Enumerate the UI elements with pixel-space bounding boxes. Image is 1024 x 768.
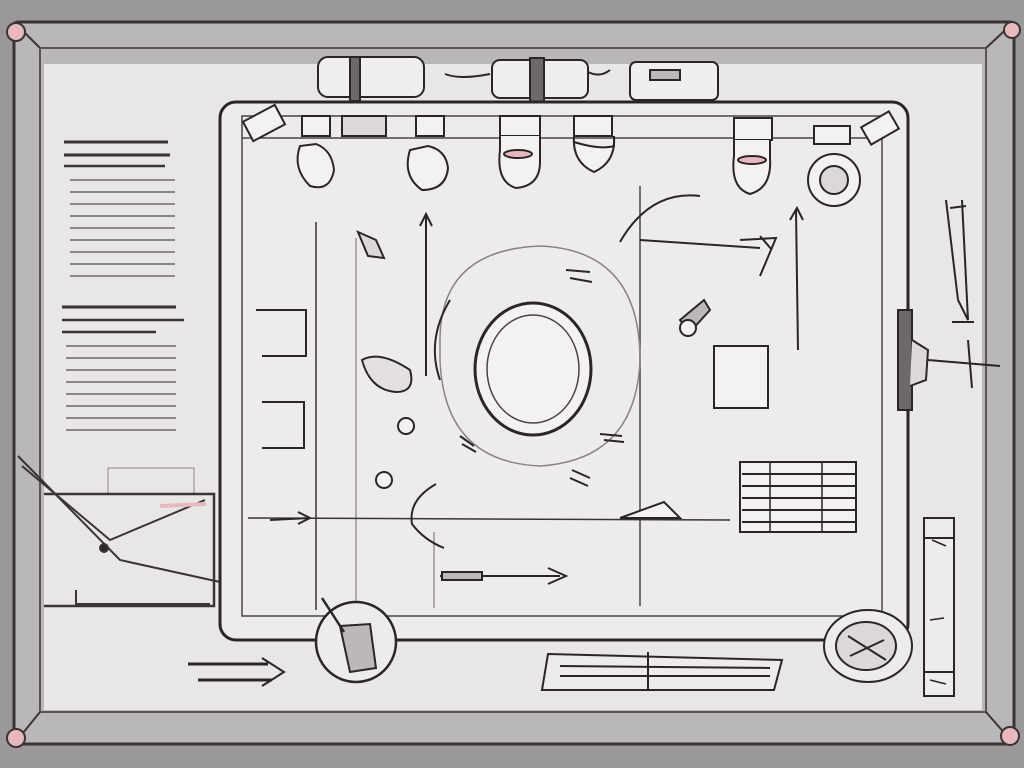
pin-icon bbox=[6, 21, 1021, 748]
ring-icon bbox=[439, 245, 641, 467]
board-details bbox=[256, 230, 769, 549]
pencil-icon bbox=[188, 657, 286, 687]
magnifier-icon bbox=[314, 597, 398, 684]
right-side-tool bbox=[897, 199, 1001, 411]
board-corner-tags bbox=[241, 103, 901, 147]
right-table bbox=[739, 461, 857, 533]
ruler-icon bbox=[923, 517, 955, 697]
device-icon bbox=[317, 56, 719, 103]
left-lever-sketch bbox=[17, 455, 221, 608]
dial-icon bbox=[823, 609, 913, 683]
arrow-icon bbox=[269, 194, 804, 585]
lamp-icon bbox=[296, 115, 861, 207]
scroll-icon bbox=[540, 652, 784, 691]
left-notes bbox=[62, 140, 184, 431]
